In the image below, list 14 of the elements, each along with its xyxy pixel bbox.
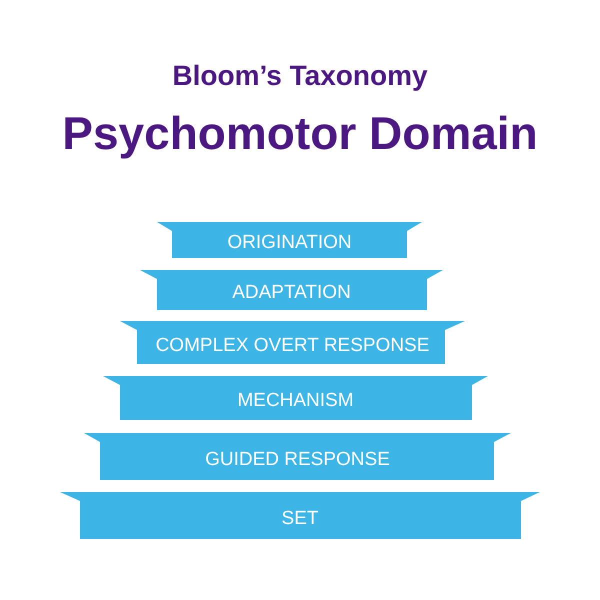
pyramid-step [120, 321, 465, 364]
pyramid-step [103, 376, 488, 420]
step-label: GUIDED RESPONSE [204, 448, 391, 470]
step-label: ORIGINATION [226, 232, 353, 254]
pyramid-step [60, 492, 540, 539]
pyramid-step [140, 270, 443, 310]
title: Psychomotor Domain [61, 106, 539, 160]
step-label: MECHANISM [236, 390, 355, 412]
subtitle: Bloom’s Taxonomy [171, 60, 429, 92]
pyramid-step [84, 433, 511, 480]
step-label: COMPLEX OVERT RESPONSE [154, 334, 430, 356]
step-label: ADAPTATION [231, 282, 352, 304]
pyramid-step [157, 222, 422, 258]
step-label: SET [280, 508, 320, 530]
